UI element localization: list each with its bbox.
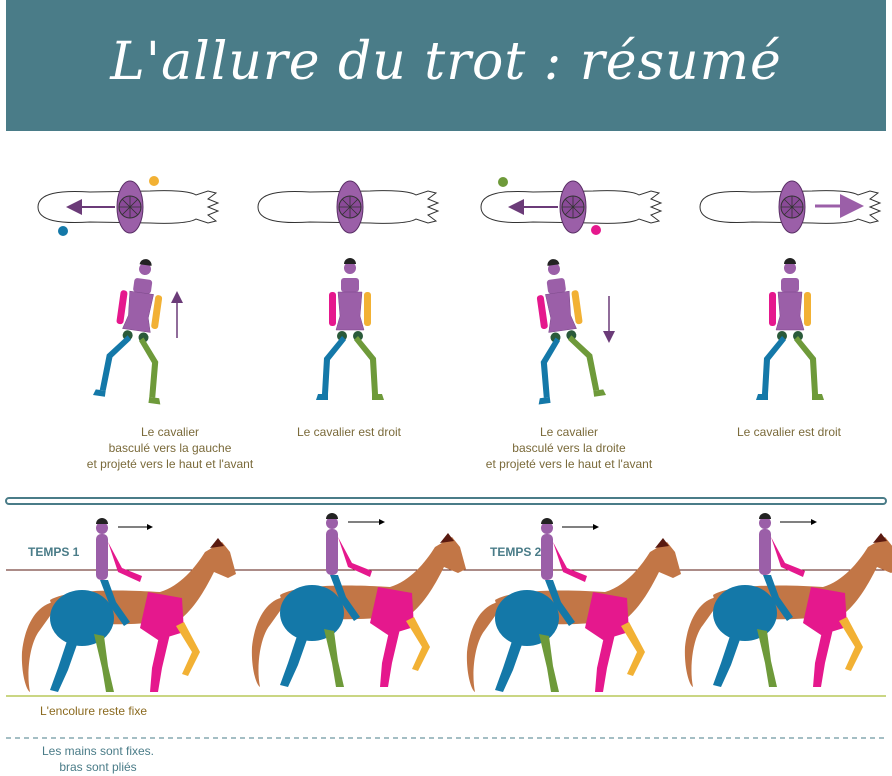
horse-phase-2 — [251, 513, 466, 687]
top-view-3 — [480, 180, 662, 234]
top-view-1 — [37, 180, 219, 234]
rider-front-3 — [518, 253, 607, 405]
hands-note: Les mains sont fixes. bras sont pliés — [41, 744, 155, 774]
caption-3: Le cavalier basculé vers la droite et pr… — [485, 425, 653, 471]
rider-front-4 — [755, 257, 825, 401]
title-banner: L'allure du trot : résumé — [6, 0, 886, 131]
section-divider — [5, 497, 887, 505]
green-dot — [498, 177, 508, 187]
caption-4: Le cavalier est droit — [736, 425, 842, 439]
blue-dot — [58, 226, 68, 236]
caption-2: Le cavalier est droit — [296, 425, 402, 439]
magenta-dot — [591, 225, 601, 235]
orange-dot — [149, 176, 159, 186]
horse-phase-4 — [684, 513, 892, 687]
rider-front-2 — [315, 257, 385, 401]
temps-1-label: TEMPS 1 — [28, 545, 80, 559]
page-title: L'allure du trot : résumé — [110, 32, 782, 92]
temps-2-label: TEMPS 2 — [490, 545, 542, 559]
caption-1: Le cavalier basculé vers la gauche et pr… — [86, 425, 254, 471]
neck-note: L'encolure reste fixe — [40, 704, 148, 718]
top-view-2 — [257, 180, 439, 234]
rider-front-1 — [92, 253, 181, 405]
